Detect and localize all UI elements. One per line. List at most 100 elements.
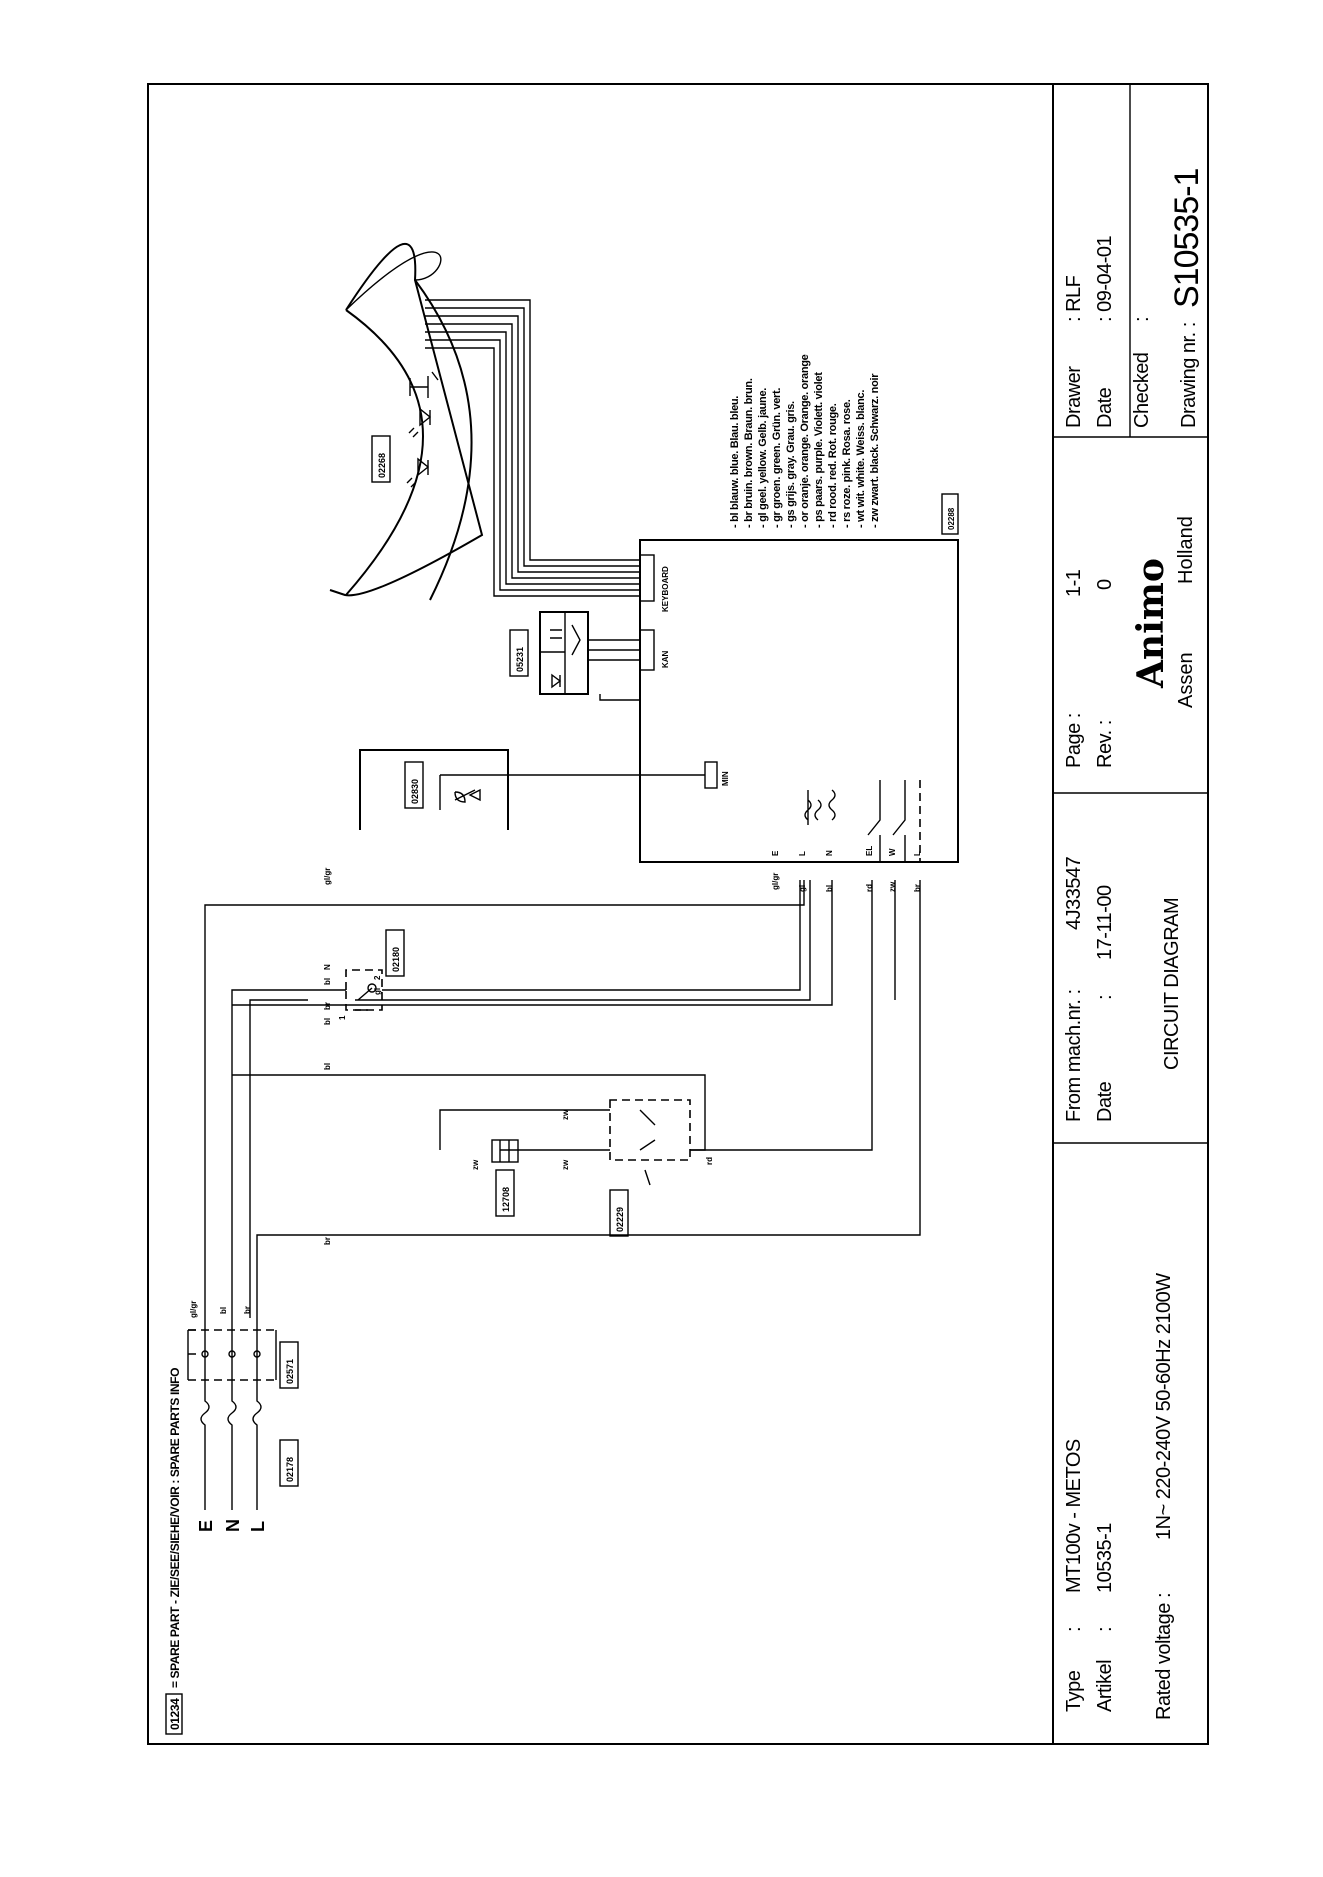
- sensor-housing: [359, 749, 509, 830]
- label-one: 1: [338, 1015, 347, 1020]
- terminal-dot-e: [201, 1350, 209, 1358]
- spare-note-text: = SPARE PART - ZIE/SEE/SIEHE/VOIR : SPAR…: [168, 1368, 182, 1688]
- checked-label: Checked: [1131, 353, 1153, 428]
- spare-part-note: 01234 = SPARE PART - ZIE/SEE/SIEHE/VOIR …: [165, 1368, 183, 1735]
- wire-n-board: [232, 880, 833, 1006]
- part-code-02830: 02830: [410, 779, 420, 804]
- switch-outline: [345, 969, 383, 1011]
- diagram-title: CIRCUIT DIAGRAM: [1161, 898, 1183, 1070]
- legend-gr: - gr groen. green. Grün. vert.: [771, 388, 783, 528]
- rev-label: Rev. :: [1094, 720, 1116, 768]
- wire-connector: [439, 1109, 610, 1151]
- sensor-wire: [439, 774, 705, 810]
- legend-wt: - wt wit. white. Weiss. blanc.: [855, 390, 867, 528]
- drawer-value: : RLF: [1063, 275, 1085, 322]
- keypad-inner-curve: [345, 309, 424, 596]
- rated-voltage-value: 1N~ 220-240V 50-60Hz 2100W: [1153, 1273, 1175, 1540]
- switch-lamp: [367, 983, 377, 993]
- thermostat-contacts: [639, 1109, 656, 1186]
- type-label: Type: [1063, 1670, 1085, 1712]
- switch-02180: 02180 N bl bl br 1 gl 2 bl br gl/gr: [323, 868, 405, 1245]
- label-bl-1: bl: [219, 1307, 228, 1314]
- terminal-n: N: [223, 1519, 243, 1532]
- board-label-w: W: [888, 848, 897, 856]
- board-label-l2: L: [913, 851, 922, 856]
- part-box-02178: [279, 1439, 299, 1487]
- label-br-1: br: [243, 1306, 252, 1314]
- terminal-block-left: [187, 1329, 196, 1380]
- label-bl-4: bl: [323, 1063, 332, 1070]
- part-code-02268: 02268: [377, 453, 387, 478]
- legend-or: - or oranje. orange. Orange. orange: [799, 354, 811, 528]
- sensor-float: [454, 788, 481, 802]
- wire-e: [200, 1318, 210, 1510]
- keypad-ribbon-cable: [425, 299, 640, 597]
- opto-outline: [539, 611, 589, 695]
- page-label: Page :: [1063, 713, 1085, 768]
- date-sep: :: [1094, 995, 1116, 1000]
- terminal-block-outline: [188, 1329, 276, 1381]
- board-outline: [639, 539, 959, 863]
- label-rd-2: rd: [865, 884, 874, 892]
- relay-contact-1: [867, 780, 881, 862]
- spare-box-code: 01234: [168, 1698, 182, 1730]
- terminal-l: L: [248, 1521, 268, 1532]
- artikel-sep: :: [1094, 1627, 1116, 1632]
- type-sep: :: [1063, 1627, 1085, 1632]
- date2-value: : 09-04-01: [1094, 235, 1116, 322]
- keypad-02268: 02268: [329, 242, 640, 601]
- level-sensor-02830: 02830: [359, 749, 705, 830]
- part-box-02268: [371, 435, 391, 483]
- board-label-el: EL: [865, 846, 874, 856]
- drawing-nr-label: Drawing nr. :: [1178, 322, 1200, 428]
- legend-zw: - zw zwart. black. Schwarz. noir: [869, 373, 881, 528]
- label-n: N: [323, 964, 332, 970]
- part-code-12708: 12708: [501, 1187, 511, 1212]
- keyboard-connector: [639, 554, 655, 602]
- label-glgr-1: gl/gr: [189, 1301, 198, 1318]
- mains-terminals: E N L 02178 02571 gl/gr bl br: [187, 1301, 299, 1532]
- keypad-outline-left: [329, 242, 484, 597]
- part-box-02180: [385, 929, 405, 977]
- part-box-05231: [509, 629, 529, 677]
- artikel-label: Artikel: [1094, 1660, 1116, 1712]
- part-code-02571: 02571: [285, 1359, 295, 1384]
- legend-br: - br bruin. brown. Braun. brun.: [743, 378, 755, 528]
- wire-neutral: [231, 989, 706, 1318]
- board-label-l: L: [798, 851, 807, 856]
- board-label-n: N: [825, 850, 834, 856]
- drawing-frame: [147, 83, 1209, 1745]
- opto-arrows-icon: [550, 629, 562, 639]
- legend-rd: - rd rood. red. Rot. rouge.: [827, 403, 839, 528]
- opto-wires: [588, 639, 640, 701]
- part-box-02229: [609, 1189, 629, 1237]
- artikel-value: 10535-1: [1094, 1523, 1116, 1593]
- label-zw-3: zw: [561, 1159, 570, 1170]
- label-br-4: br: [913, 884, 922, 892]
- keypad-outline-top: [345, 251, 442, 311]
- led-icon-2: [408, 407, 432, 438]
- date2-label: Date: [1094, 387, 1116, 428]
- opto-transistor-icon: [571, 624, 581, 656]
- wire-rd: [690, 880, 873, 1151]
- transformer-symbol: [804, 789, 836, 825]
- label-gl-1: gl: [373, 988, 382, 995]
- checked-value: :: [1131, 317, 1153, 322]
- from-mach-value: 4J33547: [1063, 856, 1085, 930]
- date-label: Date: [1094, 1081, 1116, 1122]
- terminal-dot-n: [228, 1350, 236, 1358]
- relay-contact-2: [892, 780, 906, 862]
- legend-rs: - rs roze. pink. Rosa. rose.: [841, 399, 853, 528]
- logo-city: Assen: [1175, 652, 1197, 708]
- wire-live-switch: [249, 999, 308, 1318]
- board-label-e: E: [771, 850, 780, 856]
- part-box-12708: [495, 1169, 515, 1217]
- main-wiring: [204, 880, 921, 1318]
- label-zw-1: zw: [471, 1159, 480, 1170]
- legend-gl: - gl geel. yellow. Gelb. jaune.: [757, 388, 769, 528]
- legend-bl: - bl blauw. blue. Blau. bleu.: [729, 396, 741, 528]
- kan-connector: [639, 629, 655, 671]
- wire-l: [252, 1318, 262, 1510]
- part-box-02571: [279, 1341, 299, 1389]
